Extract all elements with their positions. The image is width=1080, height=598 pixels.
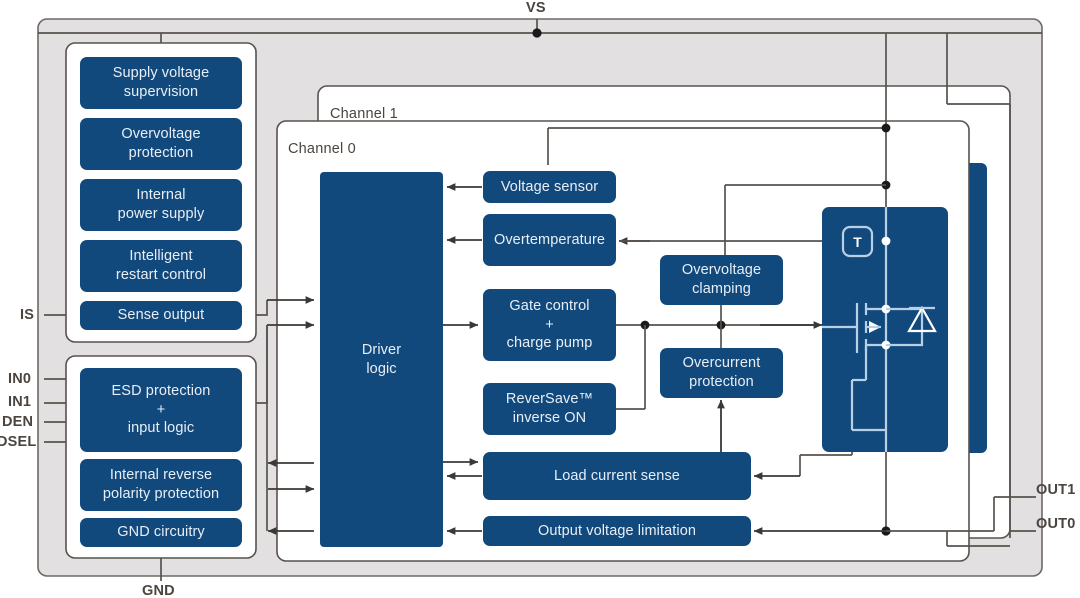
block-internal-power-supply[interactable]: Internal power supply [80, 179, 242, 231]
pin-label-in1: IN1 [8, 394, 32, 410]
block-overvoltage-protection[interactable]: Overvoltage protection [80, 118, 242, 170]
block-esd-protection-input-logic[interactable]: ESD protection + input logic [80, 368, 242, 452]
driver-to-blocks [443, 183, 482, 535]
pin-label-dsel: DSEL [0, 434, 37, 450]
block-sense-output[interactable]: Sense output [80, 301, 242, 330]
block-voltage-sensor[interactable]: Voltage sensor [483, 171, 616, 203]
block-overvoltage-clamping[interactable]: Overvoltage clamping [660, 255, 783, 305]
channel-0-label: Channel 0 [288, 141, 356, 157]
left-to-driver-bus [256, 296, 315, 535]
voltage-sensor-feed [547, 123, 891, 165]
block-gate-control-charge-pump[interactable]: Gate control + charge pump [483, 289, 616, 361]
pin-label-in0: IN0 [8, 371, 32, 387]
pin-label-den: DEN [2, 414, 34, 430]
block-reversave-inverse-on[interactable]: ReverSave™ inverse ON [483, 383, 616, 435]
pin-label-gnd: GND [142, 583, 175, 598]
pin-label-out0: OUT0 [1036, 516, 1076, 532]
pin-label-out1: OUT1 [1036, 482, 1076, 498]
channel-1-label: Channel 1 [330, 106, 398, 122]
block-overcurrent-protection[interactable]: Overcurrent protection [660, 348, 783, 398]
block-intelligent-restart-control[interactable]: Intelligent restart control [80, 240, 242, 292]
block-overtemperature[interactable]: Overtemperature [483, 214, 616, 266]
block-driver-logic[interactable]: Driver logic [320, 172, 443, 547]
pin-label-vs: VS [526, 0, 546, 16]
block-load-current-sense[interactable]: Load current sense [483, 452, 751, 500]
block-gnd-circuitry[interactable]: GND circuitry [80, 518, 242, 547]
block-output-voltage-limitation[interactable]: Output voltage limitation [483, 516, 751, 546]
pin-label-is: IS [20, 307, 35, 323]
channel-0-panel [276, 120, 970, 562]
left-pin-stubs [44, 314, 162, 581]
output-pin-wires [886, 104, 1036, 547]
gate-bus [616, 304, 823, 410]
block-supply-voltage-supervision[interactable]: Supply voltage supervision [80, 57, 242, 109]
temperature-sensor-label: T [853, 233, 862, 250]
power-stage-channel-0 [822, 207, 948, 452]
block-internal-reverse-polarity-protection[interactable]: Internal reverse polarity protection [80, 459, 242, 511]
